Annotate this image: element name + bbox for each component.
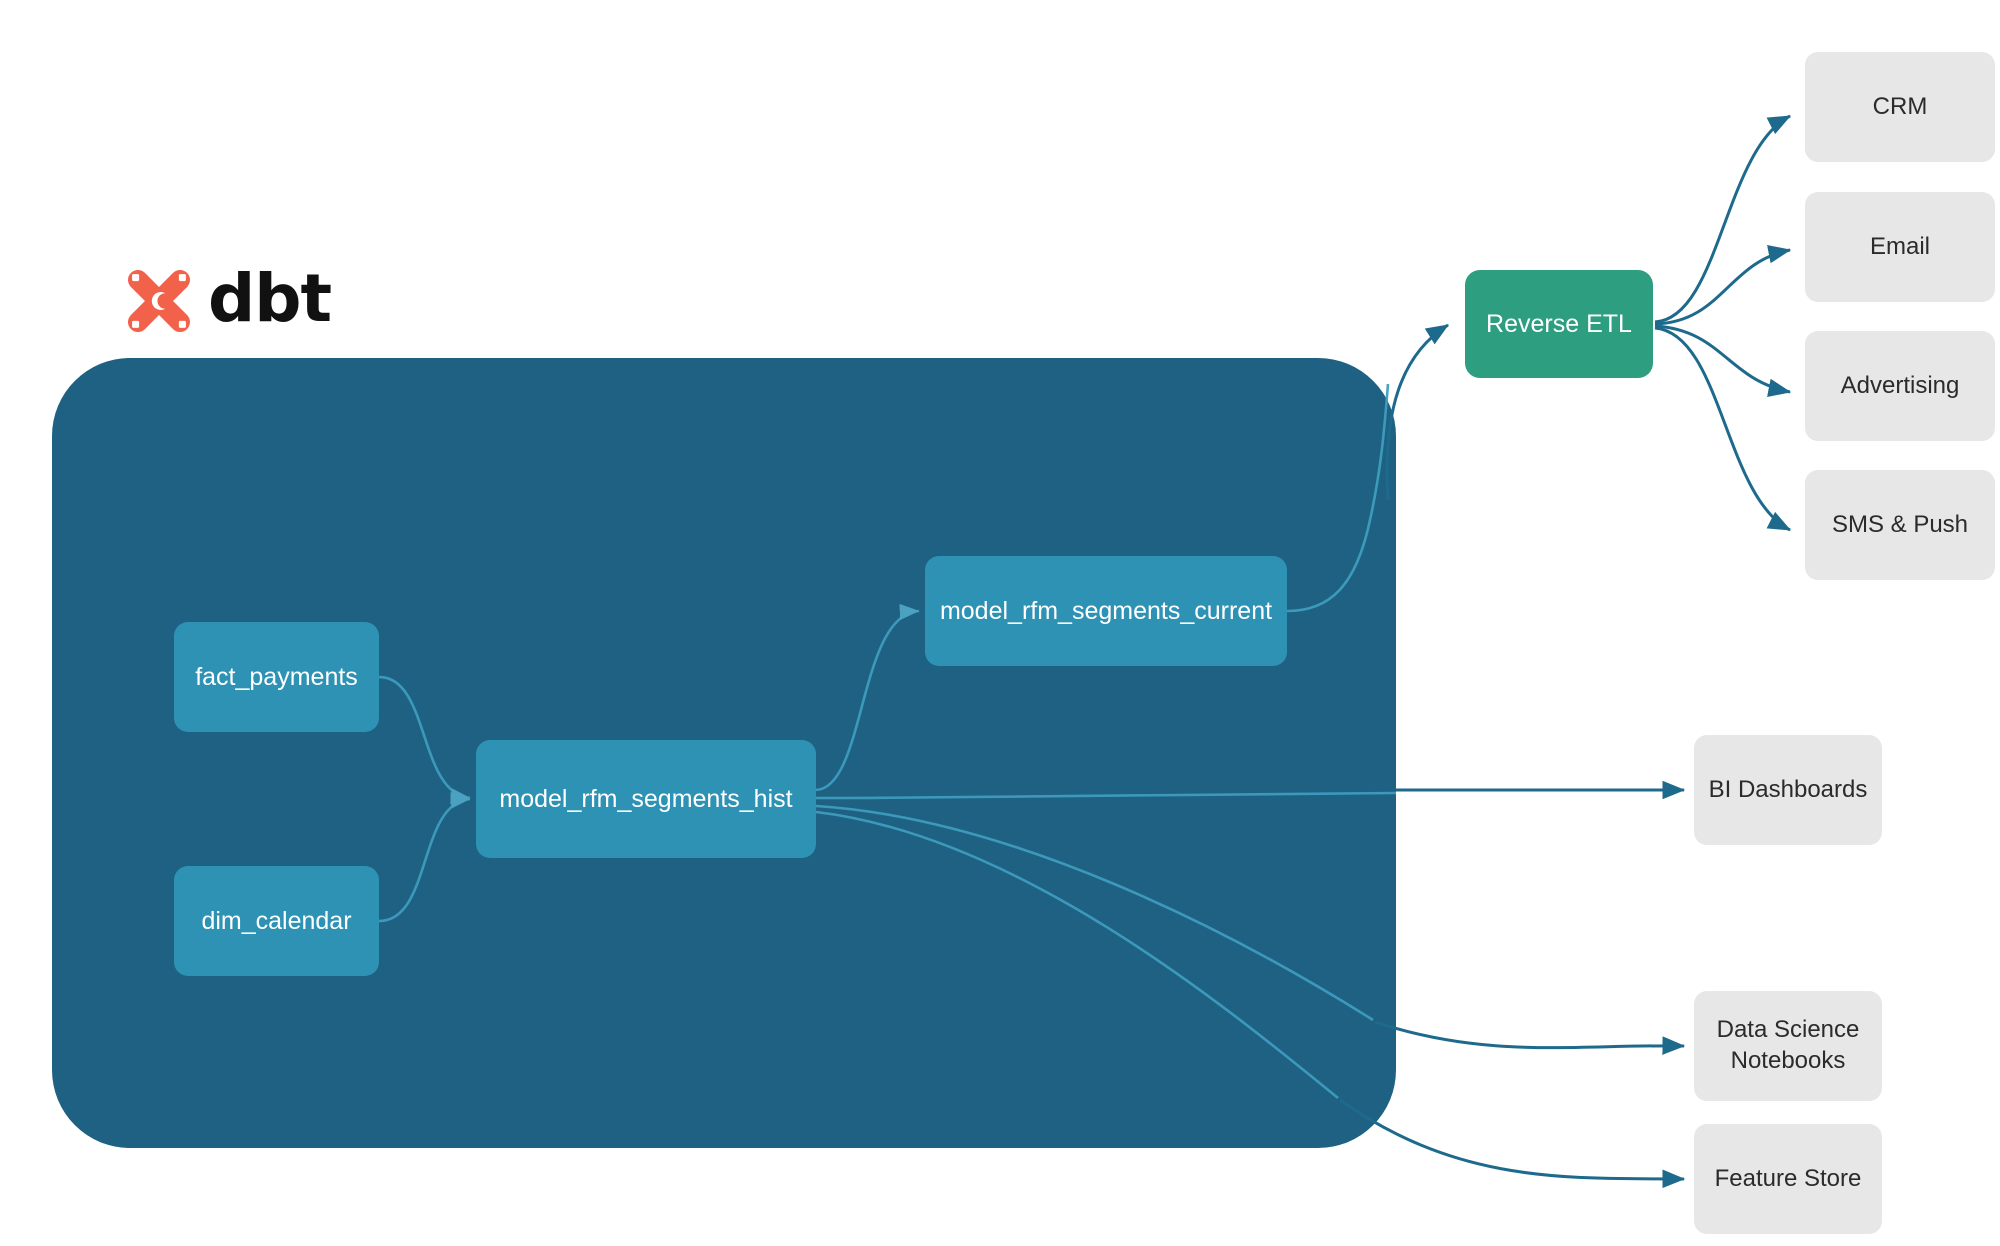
dbt-wordmark: dbt (208, 260, 332, 337)
node-label: SMS & Push (1831, 510, 1969, 538)
dbt-logo-icon (127, 269, 191, 333)
node-label: Data Science Notebooks (1716, 1016, 1860, 1074)
consumer-node-data-science-notebooks[interactable]: Data Science Notebooks (1694, 991, 1882, 1101)
edge-project-to-feature-store (1339, 1098, 1686, 1189)
edge-reverse-etl-to-email (1654, 244, 1792, 326)
destination-node-advertising[interactable]: Advertising (1805, 331, 1995, 441)
model-node-rfm-segments-current[interactable]: model_rfm_segments_current (925, 556, 1287, 666)
node-label: Feature Store (1714, 1164, 1862, 1192)
edge-reverse-etl-to-advertising (1654, 324, 1792, 398)
node-label: Email (1869, 232, 1930, 260)
node-label: Advertising (1840, 371, 1960, 399)
node-label: BI Dashboards (1708, 775, 1868, 803)
dbt-logo: dbt (120, 258, 340, 344)
destination-node-sms-push[interactable]: SMS & Push (1805, 470, 1995, 580)
reverse-etl-node[interactable]: Reverse ETL (1465, 270, 1653, 378)
destination-node-email[interactable]: Email (1805, 192, 1995, 302)
edge-project-to-data-science-notebooks (1374, 1020, 1686, 1055)
destination-node-crm[interactable]: CRM (1805, 52, 1995, 162)
consumer-node-bi-dashboards[interactable]: BI Dashboards (1694, 735, 1882, 845)
model-node-fact-payments[interactable]: fact_payments (174, 622, 379, 732)
model-node-dim-calendar[interactable]: dim_calendar (174, 866, 379, 976)
node-label: CRM (1872, 92, 1928, 120)
model-node-rfm-segments-hist[interactable]: model_rfm_segments_hist (476, 740, 816, 858)
edge-reverse-etl-to-crm (1654, 114, 1792, 324)
node-label: Reverse ETL (1486, 310, 1632, 338)
edge-project-to-reverse-etl (1385, 323, 1450, 501)
consumer-node-feature-store[interactable]: Feature Store (1694, 1124, 1882, 1234)
node-label: model_rfm_segments_hist (499, 785, 793, 813)
node-label: dim_calendar (201, 907, 352, 935)
node-label: fact_payments (195, 663, 358, 691)
node-label: model_rfm_segments_current (939, 597, 1273, 625)
edge-reverse-etl-to-sms-push (1654, 326, 1792, 532)
